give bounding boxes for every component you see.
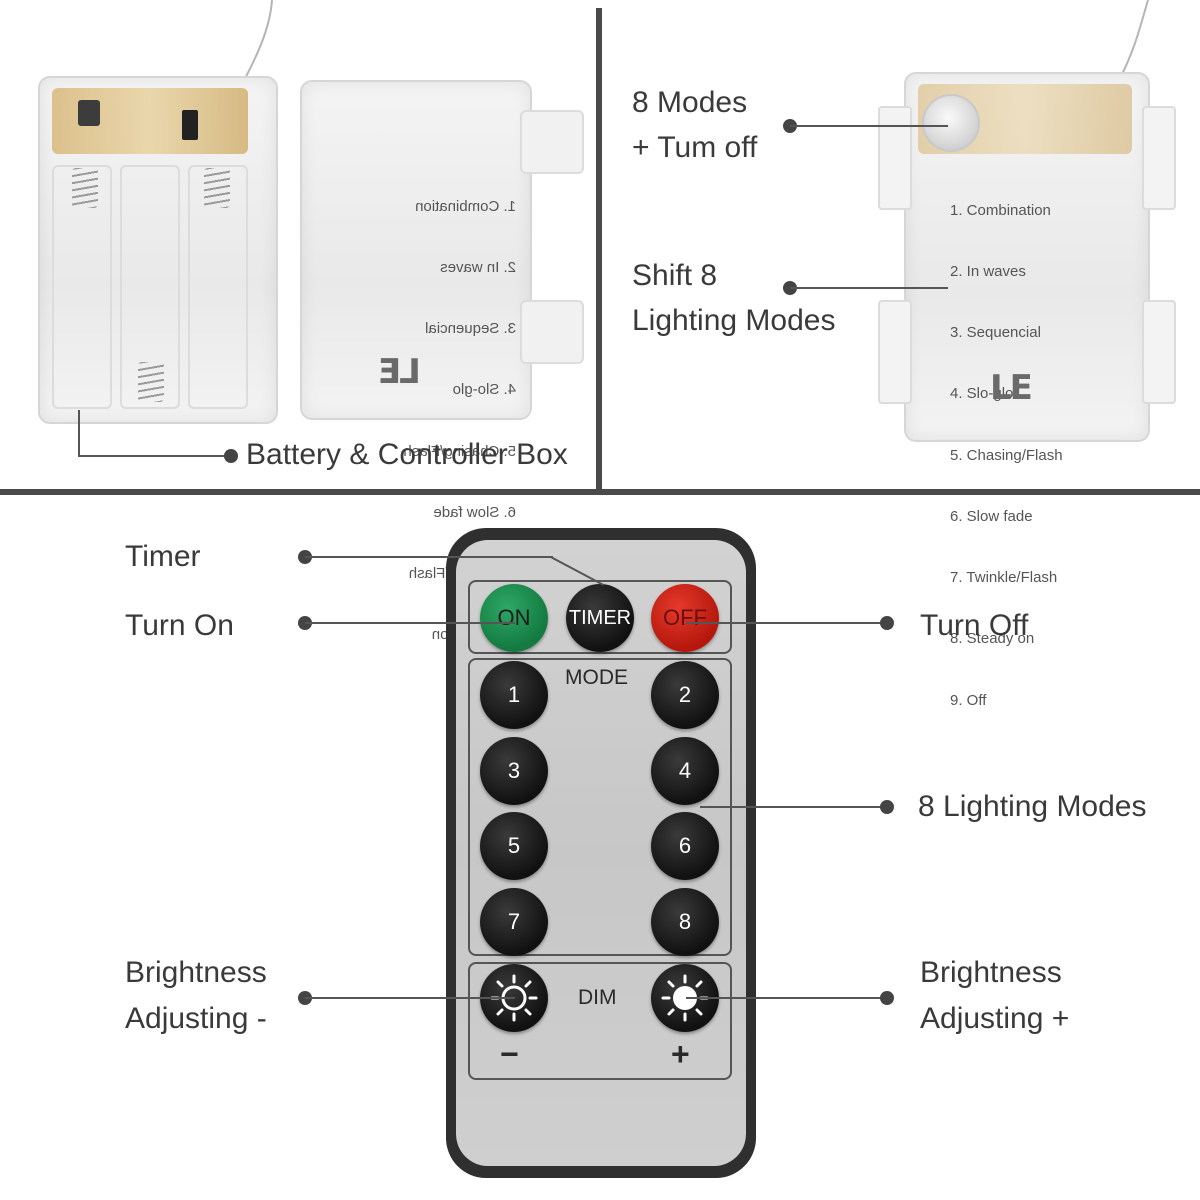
spring-graphic bbox=[72, 168, 98, 208]
callout-line bbox=[686, 997, 886, 999]
mode-item: 9. Off bbox=[950, 691, 987, 709]
mode-item: 6. Slow fade bbox=[950, 507, 1033, 525]
mode-8-button[interactable]: 8 bbox=[651, 888, 719, 956]
off-button[interactable]: OFF bbox=[651, 584, 719, 652]
callout-line bbox=[305, 556, 553, 558]
spring-graphic bbox=[204, 168, 230, 208]
turn-on-callout: Turn On bbox=[125, 609, 234, 642]
chip-graphic bbox=[182, 110, 198, 140]
turn-off-callout: Turn Off bbox=[920, 609, 1029, 642]
mode-1-label: 1 bbox=[507, 682, 521, 707]
brightness-minus-callout-line1: Brightness bbox=[125, 956, 267, 989]
callout-line bbox=[305, 622, 515, 624]
box-clip bbox=[878, 300, 912, 404]
mode-item: 1. Combination bbox=[415, 197, 516, 215]
sun-filled-icon bbox=[661, 974, 709, 1022]
shift-callout-line2: Lighting Modes bbox=[632, 304, 836, 337]
mode-4-label: 4 bbox=[678, 758, 692, 783]
callout-dot bbox=[880, 800, 894, 814]
box-clip bbox=[878, 106, 912, 210]
mode-item: 4. Slo-glo bbox=[950, 385, 1014, 403]
mode-3-button[interactable]: 3 bbox=[480, 737, 548, 805]
modes-callout-line2: + Tum off bbox=[632, 131, 758, 164]
vertical-divider bbox=[596, 8, 602, 492]
mode-item: 8. Steady on bbox=[950, 630, 1035, 648]
plus-sign: + bbox=[671, 1036, 690, 1072]
callout-dot bbox=[224, 449, 238, 463]
battery-lid bbox=[300, 80, 532, 420]
timer-callout: Timer bbox=[125, 540, 201, 573]
box-clip bbox=[1142, 106, 1176, 210]
callout-line bbox=[78, 410, 80, 456]
callout-line bbox=[78, 455, 228, 457]
callout-line bbox=[305, 997, 515, 999]
mode-1-button[interactable]: 1 bbox=[480, 661, 548, 729]
mode-item: 7. Twinkle/Flash bbox=[950, 569, 1058, 587]
callout-line bbox=[790, 287, 948, 289]
spring-graphic bbox=[138, 362, 164, 402]
lighting-modes-callout: 8 Lighting Modes bbox=[918, 790, 1147, 823]
mode-8-label: 8 bbox=[678, 909, 692, 934]
mode-7-label: 7 bbox=[507, 909, 521, 934]
battery-slot-1 bbox=[52, 165, 112, 409]
mode-item: 6. Slow fade bbox=[433, 503, 516, 521]
mode-6-label: 6 bbox=[678, 833, 692, 858]
off-button-label: OFF bbox=[663, 605, 707, 630]
timer-button[interactable]: TIMER bbox=[566, 584, 634, 652]
lid-hinge bbox=[520, 110, 584, 174]
modes-callout-line1: 8 Modes bbox=[632, 86, 748, 119]
callout-line bbox=[700, 806, 886, 808]
box-clip bbox=[1142, 300, 1176, 404]
mode-item: 3. Sequencial bbox=[950, 324, 1041, 342]
brightness-plus-callout-line1: Brightness bbox=[920, 956, 1062, 989]
mode-item: 3. Sequencial bbox=[425, 320, 516, 338]
power-panel bbox=[468, 580, 732, 654]
brightness-plus-callout-line2: Adjusting + bbox=[920, 1002, 1070, 1035]
switch-button-graphic bbox=[78, 100, 100, 126]
mode-2-label: 2 bbox=[678, 682, 692, 707]
on-button-label: ON bbox=[497, 605, 531, 630]
shift-callout-line1: Shift 8 bbox=[632, 259, 718, 292]
mode-item: 1. Combination bbox=[950, 201, 1051, 219]
minus-sign: − bbox=[500, 1036, 519, 1072]
battery-box-label: Battery & Controller Box bbox=[246, 438, 568, 471]
mode-3-label: 3 bbox=[507, 758, 521, 783]
callout-line bbox=[686, 622, 886, 624]
box-mode-list: 1. Combination 2. In waves 3. Sequencial… bbox=[950, 160, 1063, 752]
brand-logo-mirrored: LE bbox=[380, 352, 421, 392]
callout-line bbox=[790, 125, 948, 127]
mode-2-button[interactable]: 2 bbox=[651, 661, 719, 729]
mode-6-button[interactable]: 6 bbox=[651, 812, 719, 880]
dim-panel bbox=[468, 962, 732, 1080]
mode-5-label: 5 bbox=[507, 833, 521, 858]
mode-item: 2. In waves bbox=[950, 263, 1026, 281]
wire-graphic bbox=[1119, 0, 1149, 79]
on-button[interactable]: ON bbox=[480, 584, 548, 652]
battery-slot-3 bbox=[188, 165, 248, 409]
timer-button-label: TIMER bbox=[568, 607, 632, 629]
brand-logo: LE bbox=[990, 368, 1033, 408]
dim-label: DIM bbox=[578, 986, 617, 1009]
brightness-minus-callout-line2: Adjusting - bbox=[125, 1002, 267, 1035]
mode-label: MODE bbox=[565, 666, 628, 689]
battery-slot-2 bbox=[120, 165, 180, 409]
callout-dot bbox=[880, 616, 894, 630]
mode-item: 5. Chasing/Flash bbox=[950, 446, 1063, 464]
mode-switch-button[interactable] bbox=[922, 94, 980, 152]
lid-hinge bbox=[520, 300, 584, 364]
mode-item: 2. In waves bbox=[440, 259, 516, 277]
horizontal-divider bbox=[0, 489, 1200, 495]
mode-4-button[interactable]: 4 bbox=[651, 737, 719, 805]
mode-7-button[interactable]: 7 bbox=[480, 888, 548, 956]
mode-5-button[interactable]: 5 bbox=[480, 812, 548, 880]
callout-dot bbox=[880, 991, 894, 1005]
